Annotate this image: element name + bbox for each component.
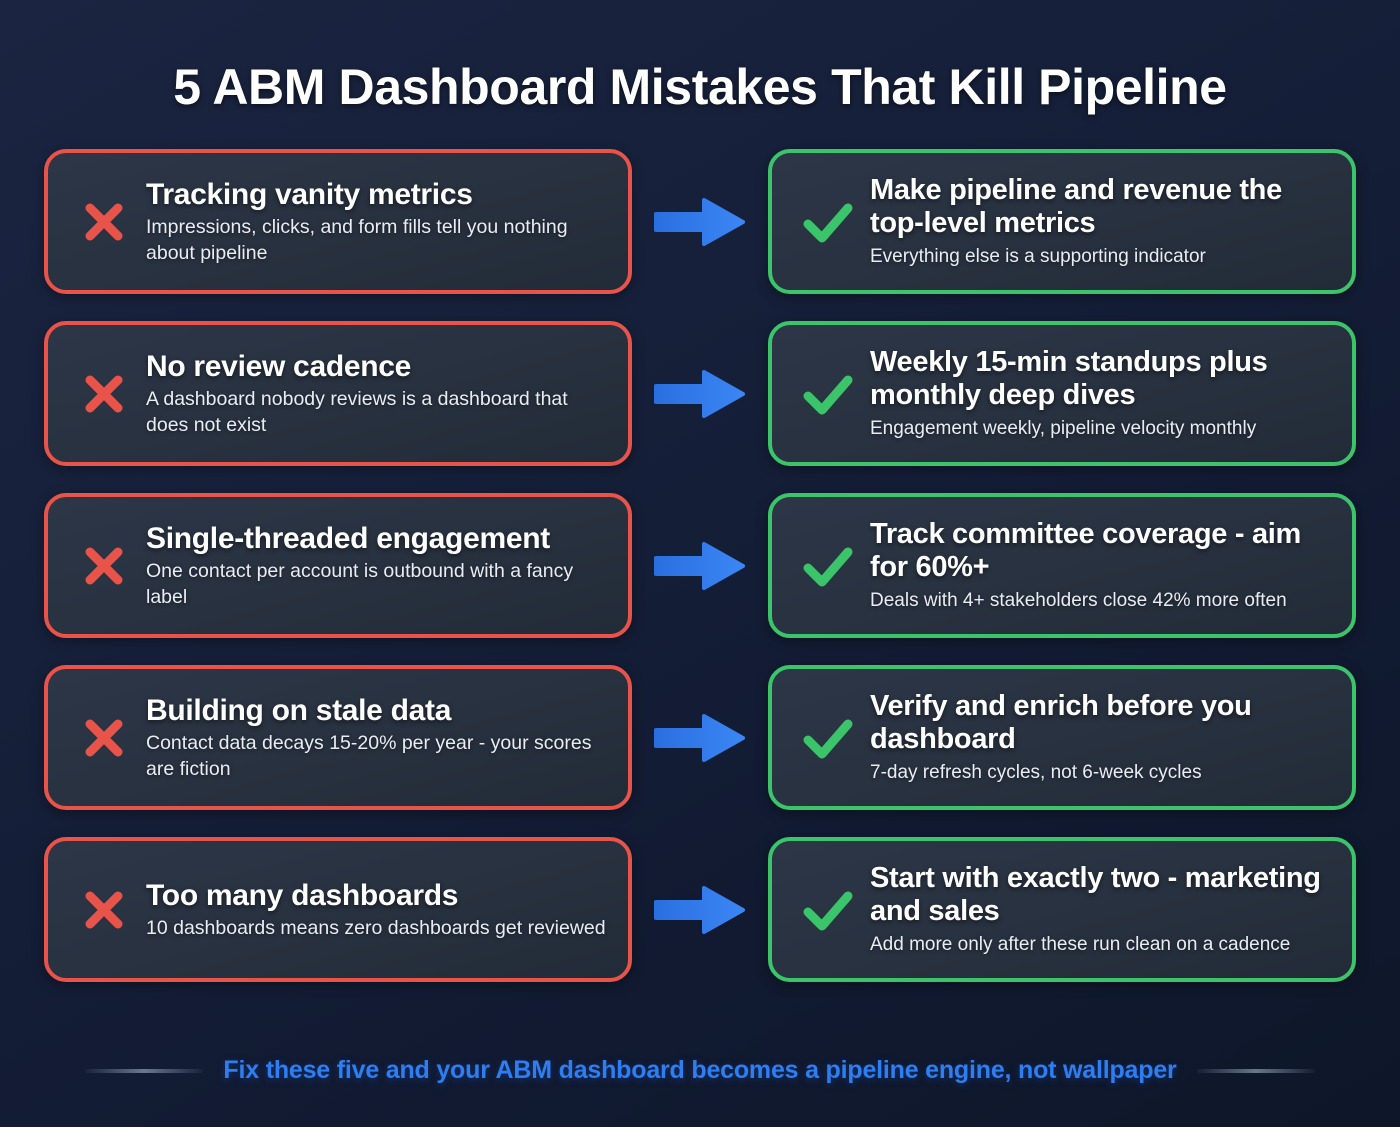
solution-card: Start with exactly two - marketing and s… [768,837,1356,982]
solution-desc: Everything else is a supporting indicato… [870,246,1206,268]
solution-card-body: Start with exactly two - marketing and s… [870,862,1332,958]
problem-title: No review cadence [146,349,412,383]
problem-title: Single-threaded engagement [146,521,550,555]
right-arrow-icon [632,665,768,810]
x-mark-icon [62,884,146,936]
solution-card: Make pipeline and revenue the top-level … [768,149,1356,294]
check-mark-icon [786,196,870,248]
problem-card-body: Too many dashboards 10 dashboards means … [146,878,608,942]
problem-card: Tracking vanity metrics Impressions, cli… [44,149,632,294]
problem-card: Too many dashboards 10 dashboards means … [44,837,632,982]
comparison-row: Too many dashboards 10 dashboards means … [44,837,1356,982]
problem-desc: A dashboard nobody reviews is a dashboar… [146,387,568,436]
solution-title: Track committee coverage - aim for 60%+ [870,517,1302,584]
right-arrow-icon [632,493,768,638]
x-mark-icon [62,196,146,248]
check-mark-icon [786,540,870,592]
solution-title: Start with exactly two - marketing and s… [870,861,1321,928]
solution-card-body: Track committee coverage - aim for 60%+ … [870,518,1332,614]
solution-title: Verify and enrich before you dashboard [870,689,1252,756]
footer: Fix these five and your ABM dashboard be… [0,1056,1400,1085]
check-mark-icon [786,712,870,764]
comparison-row: Tracking vanity metrics Impressions, cli… [44,149,1356,294]
solution-card-body: Weekly 15-min standups plus monthly deep… [870,346,1332,442]
problem-title: Tracking vanity metrics [146,177,473,211]
problem-title: Too many dashboards [146,878,459,912]
right-arrow-icon [632,321,768,466]
x-mark-icon [62,712,146,764]
solution-desc: Add more only after these run clean on a… [870,934,1291,956]
comparison-row: Single-threaded engagement One contact p… [44,493,1356,638]
problem-card-body: No review cadence A dashboard nobody rev… [146,349,608,439]
solution-card-body: Verify and enrich before you dashboard 7… [870,690,1332,786]
right-arrow-icon [632,837,768,982]
solution-card: Verify and enrich before you dashboard 7… [768,665,1356,810]
problem-card: No review cadence A dashboard nobody rev… [44,321,632,466]
check-mark-icon [786,368,870,420]
x-mark-icon [62,540,146,592]
problem-desc: Contact data decays 15-20% per year - yo… [146,731,592,780]
right-arrow-icon [632,149,768,294]
problem-desc: 10 dashboards means zero dashboards get … [146,916,606,939]
problem-title: Building on stale data [146,693,452,727]
problem-card-body: Tracking vanity metrics Impressions, cli… [146,177,608,267]
footer-divider-right [1196,1068,1315,1073]
page-title: 5 ABM Dashboard Mistakes That Kill Pipel… [173,59,1227,115]
solution-card: Weekly 15-min standups plus monthly deep… [768,321,1356,466]
problem-card-body: Building on stale data Contact data deca… [146,693,608,783]
comparison-row: Building on stale data Contact data deca… [44,665,1356,810]
check-mark-icon [786,884,870,936]
solution-desc: Engagement weekly, pipeline velocity mon… [870,418,1257,440]
solution-title: Weekly 15-min standups plus monthly deep… [870,345,1268,412]
footer-divider-left [85,1068,204,1073]
comparison-rows: Tracking vanity metrics Impressions, cli… [0,149,1400,982]
solution-card-body: Make pipeline and revenue the top-level … [870,174,1332,270]
problem-desc: One contact per account is outbound with… [146,559,574,608]
solution-card: Track committee coverage - aim for 60%+ … [768,493,1356,638]
footer-text: Fix these five and your ABM dashboard be… [223,1056,1177,1084]
problem-card: Single-threaded engagement One contact p… [44,493,632,638]
comparison-row: No review cadence A dashboard nobody rev… [44,321,1356,466]
problem-card-body: Single-threaded engagement One contact p… [146,521,608,611]
x-mark-icon [62,368,146,420]
problem-desc: Impressions, clicks, and form fills tell… [146,215,568,264]
solution-desc: 7-day refresh cycles, not 6-week cycles [870,762,1202,784]
solution-desc: Deals with 4+ stakeholders close 42% mor… [870,590,1287,612]
solution-title: Make pipeline and revenue the top-level … [870,173,1282,240]
problem-card: Building on stale data Contact data deca… [44,665,632,810]
